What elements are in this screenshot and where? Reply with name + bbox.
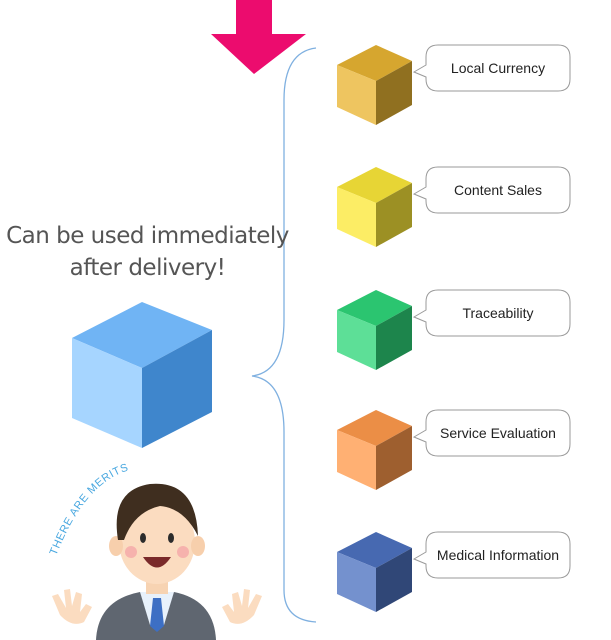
hair (116, 483, 198, 540)
headline: Can be used immediately after delivery! (0, 220, 295, 284)
left-hand (52, 589, 92, 624)
speech-bubble (412, 531, 571, 579)
left-cheek (125, 546, 137, 558)
cube-left (337, 310, 376, 370)
mouth (143, 557, 171, 568)
cube-right (376, 548, 412, 612)
down-arrow-icon (211, 0, 306, 74)
curly-brace (251, 47, 317, 623)
cube-gold-icon (337, 45, 412, 125)
speech-bubble (412, 166, 571, 214)
speech-bubble (412, 44, 571, 92)
cube-yellow-icon (337, 167, 412, 247)
face (119, 500, 195, 584)
tie (150, 598, 164, 632)
cube-left (337, 430, 376, 490)
cube-right (376, 61, 412, 125)
bubble-label: Content Sales (454, 182, 542, 198)
cube-top (337, 167, 412, 203)
right-hand (222, 589, 262, 624)
bubble-label: Medical Information (436, 547, 560, 563)
cube-top (337, 410, 412, 446)
bubble-label: Traceability (462, 305, 534, 321)
speech-bubble (412, 409, 571, 457)
cube-orange-icon (337, 410, 412, 490)
right-ear (191, 536, 205, 556)
main-cube-left (72, 338, 142, 448)
cube-blue-icon (337, 532, 412, 612)
cube-top (337, 45, 412, 81)
main-cube-icon (72, 302, 212, 448)
main-cube-top (72, 302, 212, 368)
cube-green-icon (337, 290, 412, 370)
main-cube-right (142, 330, 212, 448)
bubble-label: Service Evaluation (440, 425, 556, 441)
headline-line-2: after delivery! (69, 255, 226, 281)
cube-top (337, 290, 412, 326)
right-eye (168, 533, 174, 543)
cube-right (376, 306, 412, 370)
businessman-illustration: THERE ARE MERITS (48, 462, 262, 640)
cube-right (376, 426, 412, 490)
cube-left (337, 65, 376, 125)
left-ear (109, 536, 123, 556)
speech-bubble (412, 289, 571, 337)
left-eye (140, 533, 146, 543)
bubble-label: Local Currency (450, 60, 546, 76)
cube-top (337, 532, 412, 568)
right-cheek (177, 546, 189, 558)
cube-right (376, 183, 412, 247)
cube-left (337, 552, 376, 612)
cube-left (337, 187, 376, 247)
headline-line-1: Can be used immediately (6, 223, 289, 249)
